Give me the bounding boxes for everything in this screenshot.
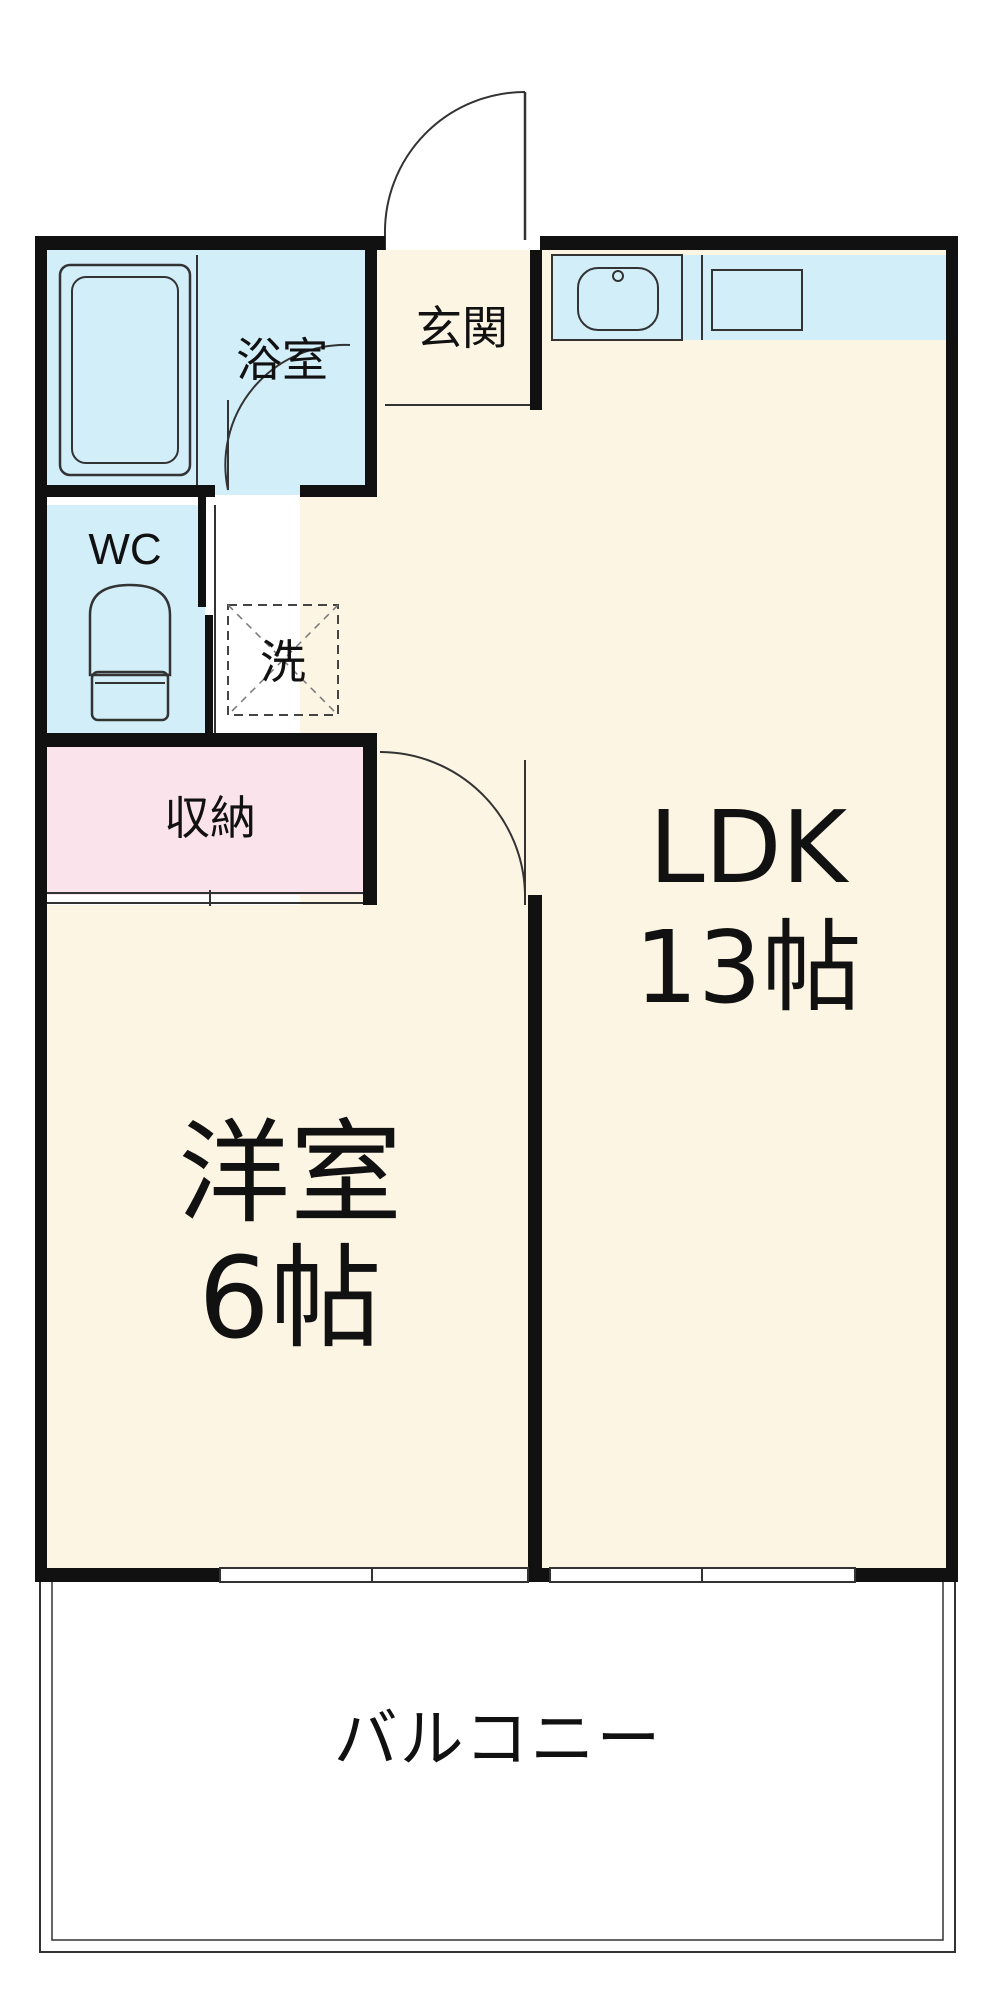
balcony-label: バルコニー — [333, 1703, 663, 1777]
wall-bath-bottom-right — [300, 485, 377, 497]
wall-bottom-right — [855, 1568, 958, 1582]
wall-top-left — [35, 236, 385, 250]
ldk-size: 13帖 — [634, 909, 862, 1026]
wall-left — [35, 236, 47, 1580]
wall-western-right — [528, 895, 542, 1581]
wall-entrance-right — [530, 250, 542, 410]
wall-bath-bottom-left — [45, 485, 215, 497]
wall-bath-right — [365, 250, 377, 495]
bath-door-swing — [224, 343, 351, 491]
balcony-outline — [39, 1582, 956, 1953]
washer-pan — [227, 604, 339, 716]
western-room-label: 洋室 — [178, 1109, 402, 1240]
stove — [711, 269, 803, 331]
bath-label: 浴室 — [236, 333, 328, 387]
wall-bottom-left — [35, 1568, 220, 1582]
storage-floor — [45, 745, 375, 895]
entrance-door-swing — [383, 91, 526, 236]
wall-right — [946, 236, 958, 1580]
window-western — [219, 1567, 529, 1583]
sink-basin — [577, 267, 659, 331]
storage-label: 収納 — [164, 791, 256, 845]
bathtub-inner — [71, 276, 179, 464]
bath-floor — [45, 250, 375, 495]
wall-storage-right — [363, 733, 377, 905]
western-room-size: 6帖 — [198, 1234, 382, 1365]
wall-top-right — [540, 236, 958, 250]
entrance-label: 玄関 — [416, 301, 508, 355]
wall-toilet-right — [198, 497, 206, 607]
toilet-tank — [90, 670, 170, 722]
western-door-swing — [379, 751, 526, 896]
toilet-door-panel — [205, 615, 213, 735]
sink-cabinet — [551, 254, 683, 341]
bathtub — [58, 263, 192, 477]
ldk-label: LDK — [648, 789, 848, 906]
washer-label: 洗 — [260, 635, 306, 689]
toilet-bowl — [88, 583, 172, 677]
balcony-rail — [51, 1582, 944, 1941]
toilet-label: WC — [88, 525, 162, 574]
entrance-floor — [385, 250, 540, 410]
sink-faucet — [612, 270, 624, 282]
western-room-floor — [45, 905, 535, 1580]
wall-storage-top — [45, 733, 377, 747]
toilet-floor — [45, 505, 205, 735]
